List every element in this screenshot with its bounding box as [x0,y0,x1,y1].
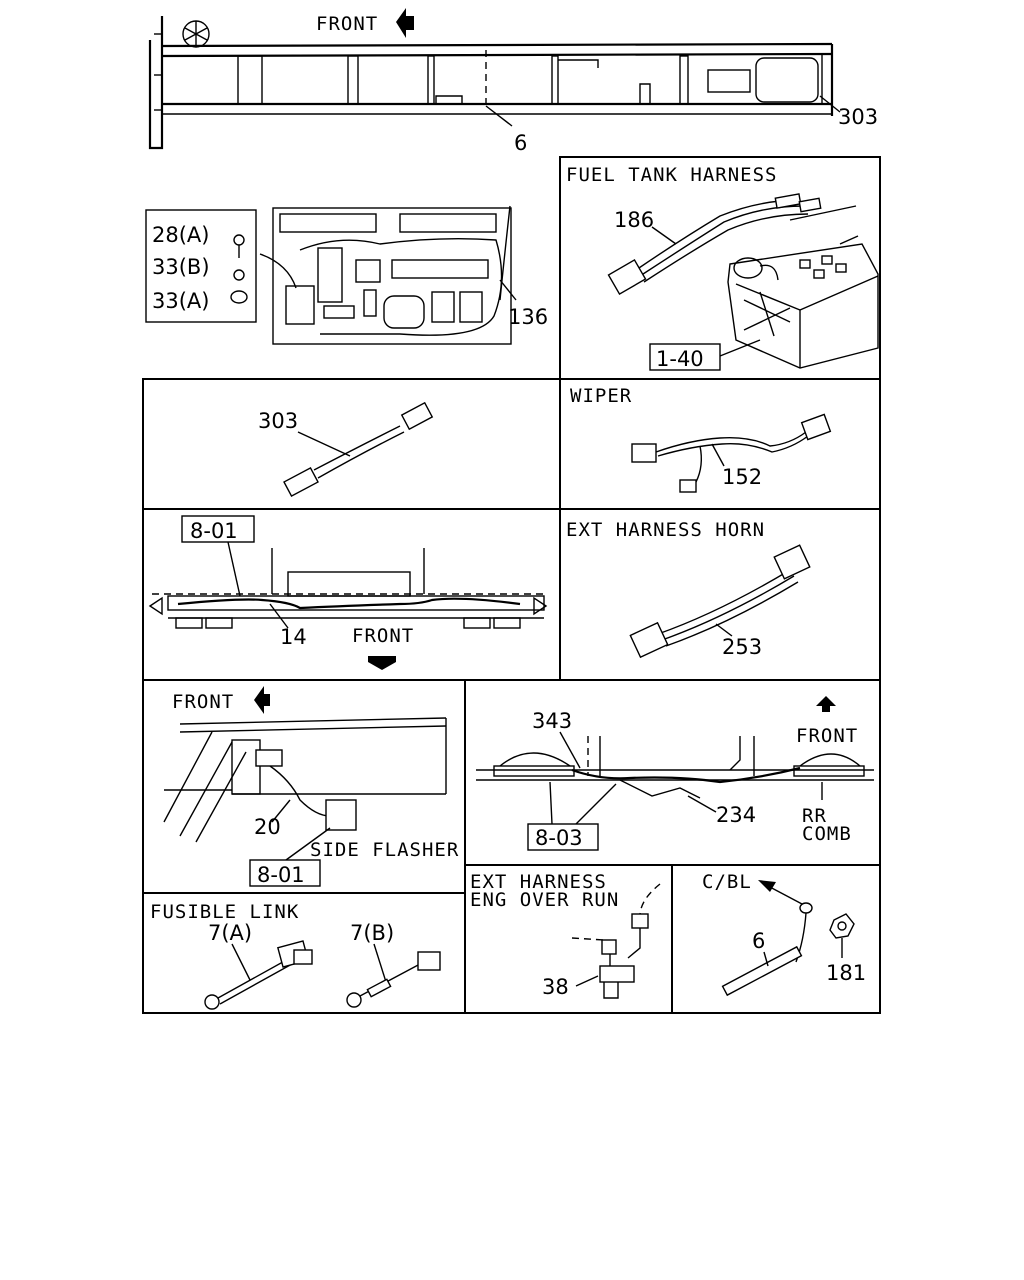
cbl-title: C/BL [702,871,752,893]
eng-title-1: EXT HARNESS [470,871,607,893]
ref-box-1-40 [649,343,721,371]
rr-comb-panel: 343 FRONT 234 RR COMB 8-03 [476,696,874,851]
front-label-4: FRONT [796,725,858,747]
horn-panel: EXT HARNESS HORN 253 [566,519,811,659]
cbl-panel: C/BL 6 181 [702,871,866,997]
callout-303-top: 303 [838,105,878,129]
front-label: FRONT [316,13,378,35]
callout-181: 181 [826,961,866,985]
callout-186: 186 [614,208,654,232]
callout-343: 343 [532,709,572,733]
ring-terminal-icon-2 [346,992,362,1008]
ref-1-40: 1-40 [656,347,704,371]
callout-33a: 33(A) [152,289,209,313]
front-arrow-left-icon [254,686,270,714]
callout-152: 152 [722,465,762,489]
ref-8-03: 8-03 [535,826,583,850]
side-flasher-label: SIDE FLASHER [310,839,459,861]
ref-8-01-a: 8-01 [190,519,238,543]
eng-title-2: ENG OVER RUN [470,889,619,911]
nut-icon [230,290,248,304]
grid-frames [142,156,881,1014]
callout-7a: 7(A) [208,921,252,945]
front-label-3: FRONT [172,691,234,713]
horn-title: EXT HARNESS HORN [566,519,765,541]
front-label-2: FRONT [352,625,414,647]
fuel-tank-harness-panel: FUEL TANK HARNESS 186 1-40 [566,164,879,371]
front-arrow-up-icon [816,696,836,712]
ref-8-01-b: 8-01 [257,863,305,887]
callout-28a: 28(A) [152,223,209,247]
bolt-icon [233,234,245,246]
relay-box-panel: 28(A) 33(B) 33(A) 136 [145,205,548,345]
arrow-left-up-icon [758,880,776,892]
harness-14-panel: 8-01 14 FRONT [148,515,548,670]
callout-33b: 33(B) [152,255,210,279]
callout-14: 14 [280,625,307,649]
rr-label: RR [802,805,827,827]
front-arrow-icon [396,8,414,38]
callout-136: 136 [508,305,548,329]
eng-over-run-panel: EXT HARNESS ENG OVER RUN 38 [470,871,661,999]
fuel-tank-title: FUEL TANK HARNESS [566,164,777,186]
washer-icon [233,269,245,281]
callout-7b: 7(B) [350,921,394,945]
callout-253: 253 [722,635,762,659]
wiper-title: WIPER [570,385,632,407]
fusible-link-panel: FUSIBLE LINK 7(A) 7(B) [150,901,441,1010]
callout-234: 234 [716,803,756,827]
callout-6-top: 6 [514,131,527,155]
wiper-panel: WIPER 152 [570,385,832,493]
comb-label: COMB [802,823,852,845]
side-flasher-panel: FRONT 20 SIDE FLASHER 8-01 [163,686,459,887]
top-chassis-view: FRONT 303 6 [148,8,878,155]
callout-20: 20 [254,815,281,839]
callout-303: 303 [258,409,298,433]
ring-terminal-icon [204,994,220,1010]
fusible-title: FUSIBLE LINK [150,901,299,923]
front-arrow-down-icon [368,656,396,670]
callout-6-cbl: 6 [752,929,765,953]
callout-38: 38 [542,975,569,999]
harness-303-panel: 303 [258,401,434,498]
